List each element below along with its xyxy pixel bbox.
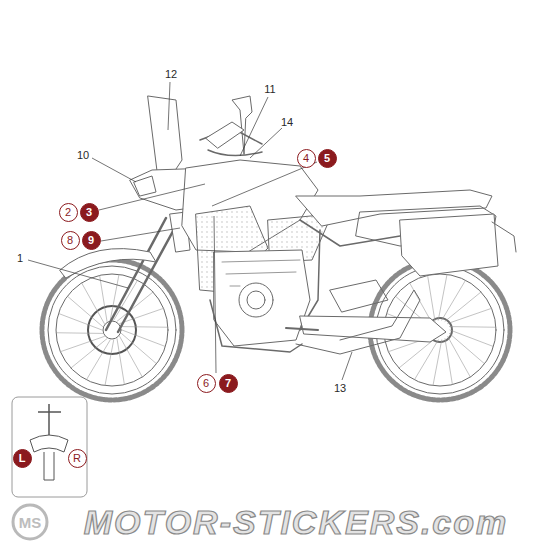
windshield <box>148 96 182 178</box>
callout-circle: R <box>68 449 87 468</box>
leader-line <box>212 162 317 206</box>
logo-ring <box>13 505 47 539</box>
leader-line <box>99 184 205 210</box>
wheel-spoke <box>428 275 435 321</box>
wheel-spoke <box>117 292 153 321</box>
swingarm <box>300 316 446 342</box>
callout-circle: 8 <box>61 231 80 250</box>
clutch-cover <box>239 283 273 317</box>
callout-circle: 3 <box>80 203 99 222</box>
inset-frame <box>12 397 87 497</box>
callout-number: 5 <box>324 153 330 164</box>
callout-number: 2 <box>65 207 71 218</box>
wheel-spoke <box>56 332 103 334</box>
callout-circle: 6 <box>197 374 216 393</box>
wheel-spoke <box>448 308 492 323</box>
wheel-spoke <box>122 330 165 347</box>
headlight <box>134 176 156 196</box>
wheel-spoke <box>445 292 481 321</box>
callout-number: 12 <box>164 69 178 80</box>
wheel-spoke <box>121 326 168 328</box>
callout-number: R <box>73 453 81 464</box>
front-tire <box>42 260 182 400</box>
callout-number: 14 <box>280 117 294 128</box>
callout-number: 10 <box>76 150 90 161</box>
leader-line <box>214 216 216 373</box>
callout-circle: 2 <box>59 203 78 222</box>
engine-fins <box>222 260 300 286</box>
wheel-spoke <box>100 275 107 321</box>
front-fork <box>106 218 178 332</box>
leader-line <box>28 260 128 288</box>
handguard <box>206 122 244 148</box>
front-fender <box>60 249 156 278</box>
front-rim <box>56 274 168 386</box>
wheel-spoke <box>82 283 105 324</box>
callout-number: 7 <box>225 378 231 389</box>
frame <box>300 220 400 330</box>
wheel-spoke <box>60 336 104 351</box>
callout-number: 9 <box>88 235 94 246</box>
leader-line <box>168 82 170 130</box>
callout-circle: 5 <box>318 149 337 168</box>
engine <box>214 250 310 346</box>
leader-line <box>240 97 268 156</box>
leader-line <box>92 158 136 182</box>
callout-number: 11 <box>263 84 276 95</box>
exhaust <box>296 290 420 354</box>
inset-tire <box>44 452 54 480</box>
logo-text: MS <box>18 515 43 530</box>
pannier <box>400 214 498 276</box>
wheel-spoke <box>59 313 102 330</box>
clutch-cover-inner <box>247 291 265 309</box>
shock <box>330 280 388 312</box>
leader-line <box>342 352 352 380</box>
callout-circle: 4 <box>297 149 316 168</box>
wheel-spoke <box>449 326 496 328</box>
leader-line <box>101 228 180 241</box>
wheel-spoke <box>71 339 107 368</box>
leader-line <box>250 128 282 158</box>
callout-circle: L <box>13 449 32 468</box>
callout-circle: 7 <box>219 374 238 393</box>
callout-number: 1 <box>16 253 24 264</box>
watermark: MOTOR-STICKERS.com <box>83 505 510 539</box>
callout-number: 13 <box>333 383 347 394</box>
wheel-spoke <box>448 336 471 377</box>
callout-number: 6 <box>203 378 209 389</box>
wheel-spoke <box>445 339 452 385</box>
wheel-spoke <box>120 336 143 377</box>
wheel-spoke <box>450 330 493 347</box>
inset-fender <box>30 435 68 452</box>
skid-plate <box>210 300 302 352</box>
callout-number: 4 <box>303 153 309 164</box>
callout-circle: 9 <box>82 231 101 250</box>
rear-light <box>492 222 516 252</box>
wheel-spoke <box>117 339 124 385</box>
front-tire-inner <box>48 266 176 394</box>
callout-number: 3 <box>86 207 92 218</box>
footpeg <box>286 328 318 330</box>
wheel-spoke <box>399 339 435 368</box>
callout-number: L <box>19 453 26 464</box>
callout-number: 8 <box>67 235 73 246</box>
